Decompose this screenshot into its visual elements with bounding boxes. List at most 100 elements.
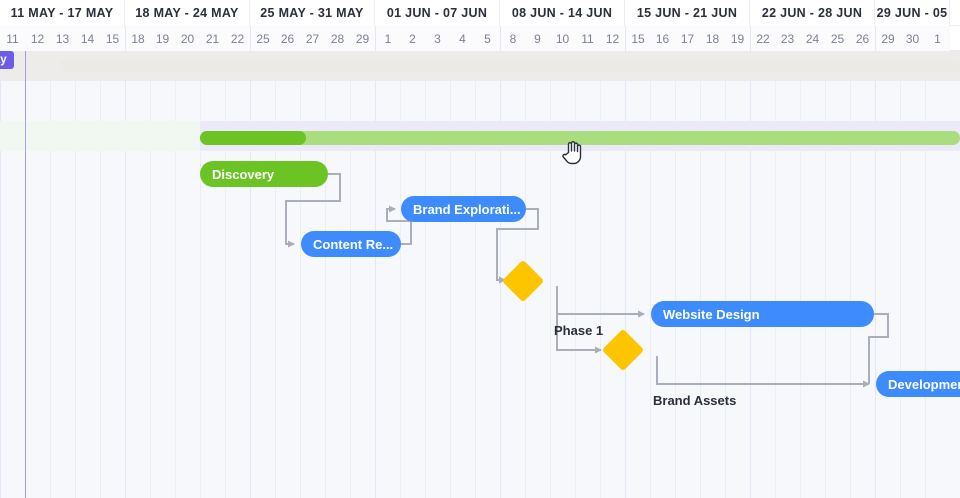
timeline-week-label: 15 JUN - 21 JUN — [625, 0, 750, 26]
timeline-day-cell: 4 — [450, 26, 475, 51]
link-discovery-to-content-research — [285, 173, 341, 248]
timeline-day-cell: 24 — [800, 26, 825, 51]
timeline-day-cell: 3 — [425, 26, 450, 51]
grid-day-line — [225, 51, 226, 498]
timeline-day-cell: 22 — [750, 26, 775, 51]
timeline-week-label: 25 MAY - 31 MAY — [250, 0, 375, 26]
timeline-day-cell: 2 — [400, 26, 425, 51]
milestone-label-phase-1: Phase 1 — [554, 323, 604, 338]
timeline-day-cell: 20 — [175, 26, 200, 51]
gantt-grid-body[interactable]: Discovery Brand Explorati... Content Re.… — [0, 51, 960, 498]
timeline-day-cell: 26 — [850, 26, 875, 51]
task-bar-development[interactable]: Development — [876, 371, 960, 397]
timeline-day-cell: 9 — [525, 26, 550, 51]
dependency-links — [285, 173, 889, 388]
task-bar-website-design[interactable]: Website Design — [651, 301, 874, 327]
grid-day-line — [425, 51, 426, 498]
row-band-progress-left — [0, 121, 200, 151]
grid-week-line — [625, 51, 626, 498]
timeline-week-label: 11 MAY - 17 MAY — [0, 0, 125, 26]
task-label-brand-exploration: Brand Explorati... — [413, 201, 521, 217]
timeline-day-cell: 29 — [350, 26, 375, 51]
timeline-day-cell: 30 — [900, 26, 925, 51]
timeline-week-label: 01 JUN - 07 JUN — [375, 0, 500, 26]
task-bar-discovery[interactable]: Discovery — [200, 161, 328, 187]
task-bar-brand-exploration[interactable]: Brand Explorati... — [401, 196, 526, 222]
task-label-discovery: Discovery — [212, 166, 275, 182]
grid-day-line — [75, 51, 76, 498]
grid-day-line — [925, 51, 926, 498]
timeline-day-cell: 27 — [300, 26, 325, 51]
timeline-day-cell: 10 — [550, 26, 575, 51]
project-progress-bar[interactable] — [200, 131, 960, 145]
grid-week-line — [125, 51, 126, 498]
timeline-day-cell: 16 — [650, 26, 675, 51]
grid-day-line — [850, 51, 851, 498]
grid-week-line — [0, 51, 1, 498]
grid-day-line — [450, 51, 451, 498]
timeline-week-label: 18 MAY - 24 MAY — [125, 0, 250, 26]
grid-day-line — [800, 51, 801, 498]
grid-day-line — [175, 51, 176, 498]
grid-day-line — [700, 51, 701, 498]
timeline-day-cell: 1 — [925, 26, 950, 51]
link-brand-exploration-to-phase-1 — [496, 208, 539, 284]
grid-day-line — [300, 51, 301, 498]
task-bar-content-research[interactable]: Content Re... — [301, 231, 401, 257]
timeline-week-label: 22 JUN - 28 JUN — [750, 0, 875, 26]
timeline-day-cell: 22 — [225, 26, 250, 51]
timeline-day-cell: 18 — [125, 26, 150, 51]
project-progress-fill — [200, 131, 307, 145]
timeline-day-cell: 12 — [600, 26, 625, 51]
timeline-day-cell: 15 — [625, 26, 650, 51]
timeline-day-cell: 1 — [375, 26, 400, 51]
today-marker-line — [25, 51, 26, 498]
grid-day-line — [150, 51, 151, 498]
timeline-day-cell: 15 — [100, 26, 125, 51]
timeline-day-cell: 28 — [325, 26, 350, 51]
task-label-development: Development — [888, 376, 960, 392]
grid-day-line — [825, 51, 826, 498]
grid-day-line — [600, 51, 601, 498]
grid-day-line — [575, 51, 576, 498]
milestone-label-brand-assets: Brand Assets — [653, 393, 737, 408]
grid-day-line — [100, 51, 101, 498]
today-badge[interactable]: today — [0, 51, 14, 69]
grid-day-line — [675, 51, 676, 498]
grid-day-line — [350, 51, 351, 498]
grid-day-line — [550, 51, 551, 498]
timeline-day-cell: 5 — [475, 26, 500, 51]
task-label-content-research: Content Re... — [313, 236, 394, 252]
grid-day-line — [725, 51, 726, 498]
grid-week-line — [500, 51, 501, 498]
timeline-day-cell: 11 — [0, 26, 25, 51]
timeline-day-cell: 8 — [500, 26, 525, 51]
timeline-day-cell: 13 — [50, 26, 75, 51]
timeline-day-cell: 11 — [575, 26, 600, 51]
timeline-day-cell: 29 — [875, 26, 900, 51]
grid-week-line — [250, 51, 251, 498]
timeline-day-cell: 19 — [725, 26, 750, 51]
summary-rollup-bar[interactable] — [60, 60, 960, 72]
grid-day-line — [275, 51, 276, 498]
timeline-day-cell: 26 — [275, 26, 300, 51]
grid-day-line — [325, 51, 326, 498]
link-phase-1-to-website-design — [556, 286, 645, 318]
timeline-week-label: 29 JUN - 05 — [875, 0, 950, 26]
grid-week-line — [750, 51, 751, 498]
timeline-day-cell: 25 — [825, 26, 850, 51]
timeline-day-cell: 18 — [700, 26, 725, 51]
timeline-week-label: 08 JUN - 14 JUN — [500, 0, 625, 26]
grid-day-line — [475, 51, 476, 498]
grid-day-line — [650, 51, 651, 498]
timeline-day-cell: 17 — [675, 26, 700, 51]
task-label-website-design: Website Design — [663, 306, 760, 322]
link-brand-assets-to-development-seg — [656, 356, 869, 385]
grid-day-line — [900, 51, 901, 498]
link-phase-1-to-brand-assets — [556, 286, 602, 354]
grid-day-line — [400, 51, 401, 498]
